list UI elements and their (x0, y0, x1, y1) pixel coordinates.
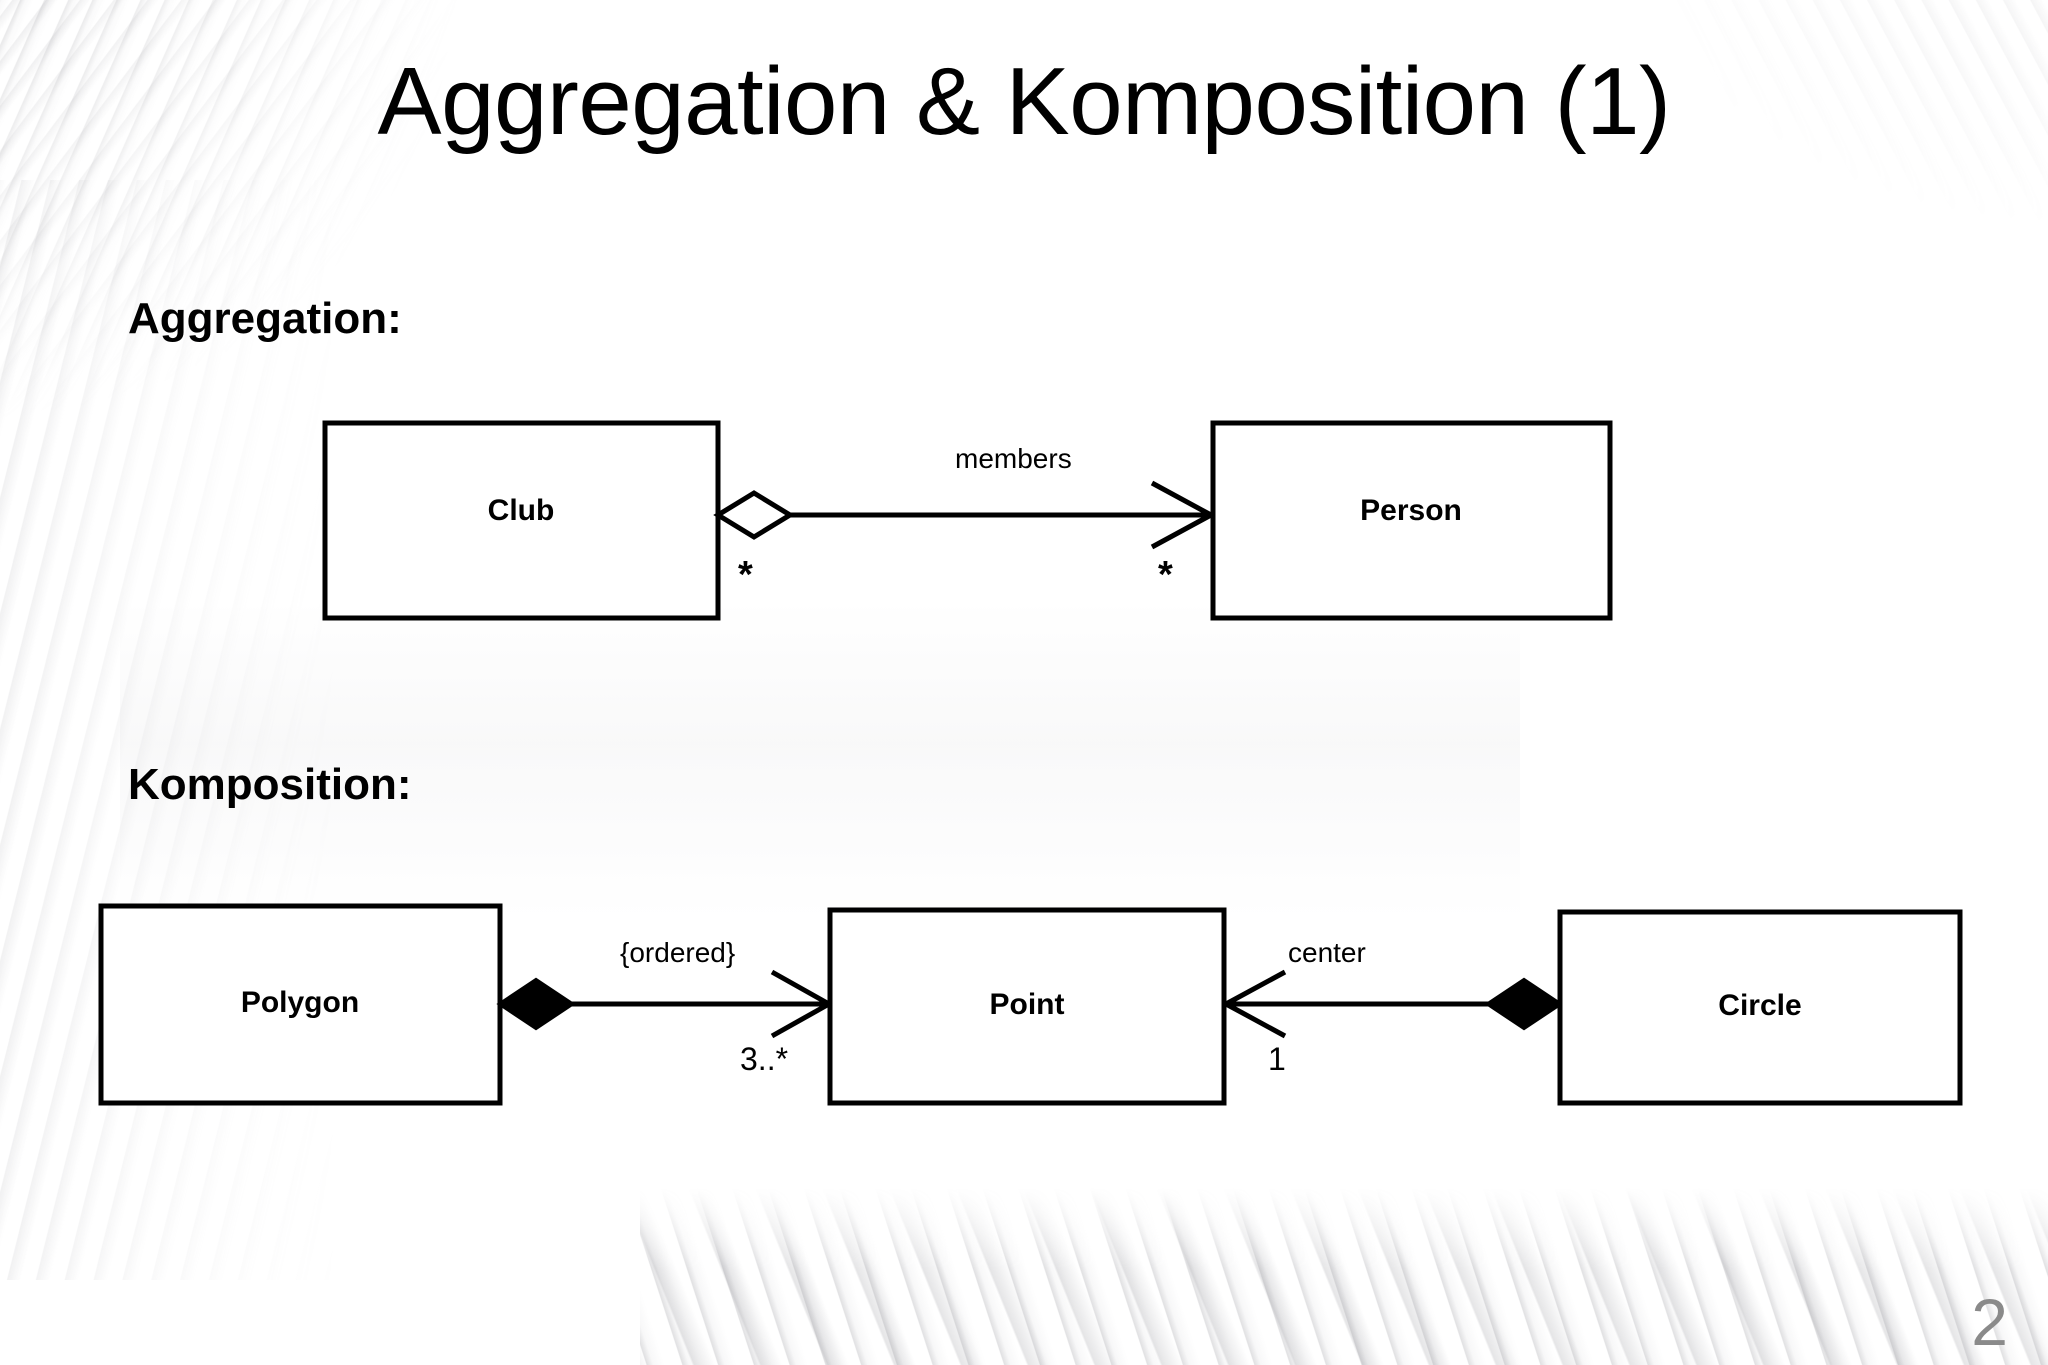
multiplicity-point-left: 3..* (740, 1041, 788, 1077)
komposition-diagram-svg: Polygon {ordered} 3..* Point (98, 903, 1963, 1106)
class-name-polygon: Polygon (241, 986, 359, 1019)
section-heading-komposition: Komposition: (128, 760, 412, 809)
class-name-point: Point (990, 988, 1065, 1021)
slide-title: Aggregation & Komposition (1) (377, 48, 1671, 155)
class-name-circle: Circle (1718, 989, 1801, 1022)
class-name-person: Person (1360, 494, 1462, 527)
class-box-polygon-rect (98, 903, 503, 1106)
aggregation-diagram-svg: Club members * * Person (322, 420, 1613, 621)
hollow-diamond-icon (713, 490, 795, 540)
role-label-center: center (1288, 937, 1366, 968)
class-box-club: Club (322, 420, 721, 621)
class-box-person-rect (1210, 420, 1613, 621)
constraint-label-ordered: {ordered} (620, 937, 735, 968)
class-box-circle: Circle (1557, 909, 1963, 1106)
section-heading-aggregation: Aggregation: (128, 294, 402, 343)
filled-diamond-icon-polygon (496, 977, 576, 1031)
multiplicity-person: * (1158, 554, 1173, 596)
role-label-members: members (955, 443, 1072, 474)
class-box-polygon: Polygon (98, 903, 503, 1106)
open-arrow-icon (1150, 480, 1213, 550)
open-arrow-icon-point-left (770, 969, 831, 1039)
multiplicity-point-right: 1 (1268, 1041, 1286, 1077)
uml-diagram-komposition: Polygon {ordered} 3..* Point (0, 890, 2048, 1130)
class-box-person: Person (1210, 420, 1613, 621)
class-box-circle-rect (1557, 909, 1963, 1106)
multiplicity-club: * (738, 554, 753, 596)
filled-diamond-icon-circle (1484, 977, 1564, 1031)
class-box-point: Point (827, 907, 1227, 1106)
uml-diagram-aggregation: Club members * * Person (0, 390, 2048, 650)
class-box-club-rect (322, 420, 721, 621)
class-name-club: Club (488, 494, 555, 527)
page-number: 2 (1971, 1285, 2008, 1359)
class-box-point-rect (827, 907, 1227, 1106)
open-arrow-icon-point-right (1224, 969, 1287, 1039)
background-brushstrokes-bottom (640, 1188, 2048, 1365)
